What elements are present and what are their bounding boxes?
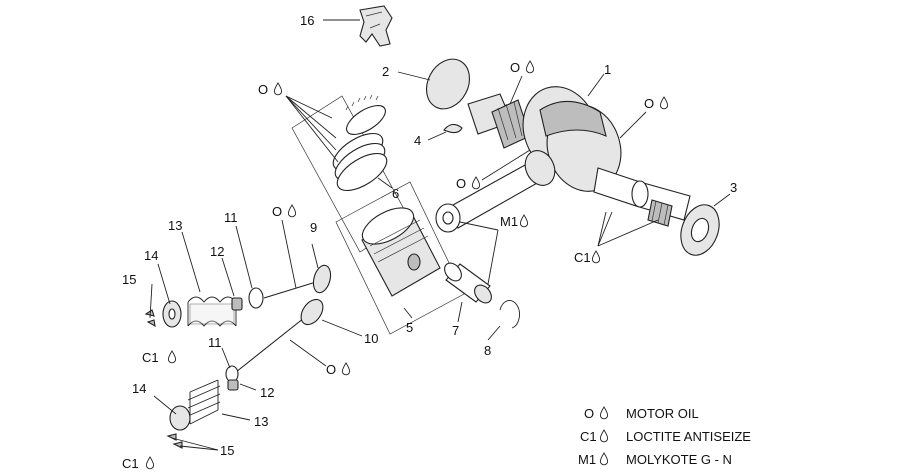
oil-callout-rings: O bbox=[258, 82, 339, 163]
callout-6: 6 bbox=[392, 186, 399, 201]
part-10-valve: 10 bbox=[235, 298, 378, 373]
loctite-symbol: C1 bbox=[574, 250, 591, 265]
part-5-piston: 5 bbox=[335, 181, 465, 335]
callout-7: 7 bbox=[452, 323, 459, 338]
callout-10: 10 bbox=[364, 331, 378, 346]
loctite-symbol: C1 bbox=[142, 350, 159, 365]
part-3-washer: 3 bbox=[680, 180, 737, 256]
lower-valve-train: 11 12 13 14 15 bbox=[132, 335, 274, 458]
callout-9: 9 bbox=[310, 220, 317, 235]
upper-valve-train: 15 14 13 12 11 bbox=[122, 210, 264, 328]
oil-callout-valve-lower: O bbox=[289, 339, 351, 377]
oil-callout-conrod: O bbox=[456, 149, 531, 191]
legend-molykote-label: MOLYKOTE G - N bbox=[626, 452, 732, 467]
oil-symbol: O bbox=[644, 96, 654, 111]
callout-13-lower: 13 bbox=[254, 414, 268, 429]
part-4-key: 4 bbox=[414, 123, 463, 148]
legend-oil-label: MOTOR OIL bbox=[626, 406, 699, 421]
callout-13-upper: 13 bbox=[168, 218, 182, 233]
legend-loctite: C1 LOCTITE ANTISEIZE bbox=[580, 429, 751, 444]
legend-molykote-symbol: M1 bbox=[578, 452, 596, 467]
callout-14-lower: 14 bbox=[132, 381, 146, 396]
molykote-callout: M1 bbox=[459, 214, 529, 285]
legend-molykote: M1 MOLYKOTE G - N bbox=[578, 452, 732, 467]
oil-symbol: O bbox=[326, 362, 336, 377]
oil-callout-valve-upper: O bbox=[272, 204, 297, 289]
oil-symbol: O bbox=[510, 60, 520, 75]
callout-14-upper: 14 bbox=[144, 248, 158, 263]
callout-12-upper: 12 bbox=[210, 244, 224, 259]
part-6-piston-rings: 6 bbox=[291, 94, 411, 253]
legend-motor-oil: O MOTOR OIL bbox=[584, 406, 699, 421]
legend-loctite-symbol: C1 bbox=[580, 429, 597, 444]
legend: O MOTOR OIL C1 LOCTITE ANTISEIZE M1 MOLY… bbox=[578, 406, 751, 467]
callout-5: 5 bbox=[406, 320, 413, 335]
callout-2: 2 bbox=[382, 64, 389, 79]
oil-symbol: O bbox=[456, 176, 466, 191]
callout-8: 8 bbox=[484, 343, 491, 358]
part-2-washer: 2 bbox=[382, 58, 471, 110]
loctite-callout-lower: C1 bbox=[122, 456, 155, 471]
legend-oil-symbol: O bbox=[584, 406, 594, 421]
part-7-piston-pin: 7 bbox=[444, 262, 492, 338]
callout-12-lower: 12 bbox=[260, 385, 274, 400]
callout-3: 3 bbox=[730, 180, 737, 195]
callout-11-lower: 11 bbox=[208, 335, 222, 350]
callout-15-upper: 15 bbox=[122, 272, 136, 287]
oil-callout-crankpin: O bbox=[619, 96, 669, 139]
molykote-symbol: M1 bbox=[500, 214, 518, 229]
callout-11-upper: 11 bbox=[224, 210, 238, 225]
loctite-callout-crank: C1 bbox=[574, 211, 659, 265]
oil-callout-gear: O bbox=[509, 60, 535, 105]
oil-symbol: O bbox=[272, 204, 282, 219]
callout-15-lower: 15 bbox=[220, 443, 234, 458]
callout-1: 1 bbox=[604, 62, 611, 77]
oil-symbol: O bbox=[258, 82, 268, 97]
part-1-crankshaft: 1 bbox=[435, 62, 691, 233]
part-16-clip: 16 bbox=[300, 5, 393, 47]
legend-loctite-label: LOCTITE ANTISEIZE bbox=[626, 429, 751, 444]
part-9-valve: 9 bbox=[263, 220, 332, 299]
callout-16: 16 bbox=[300, 13, 314, 28]
part-8-circlip: 8 bbox=[484, 300, 520, 358]
loctite-symbol: C1 bbox=[122, 456, 139, 471]
callout-4: 4 bbox=[414, 133, 421, 148]
loctite-callout-upper: C1 bbox=[142, 350, 177, 365]
